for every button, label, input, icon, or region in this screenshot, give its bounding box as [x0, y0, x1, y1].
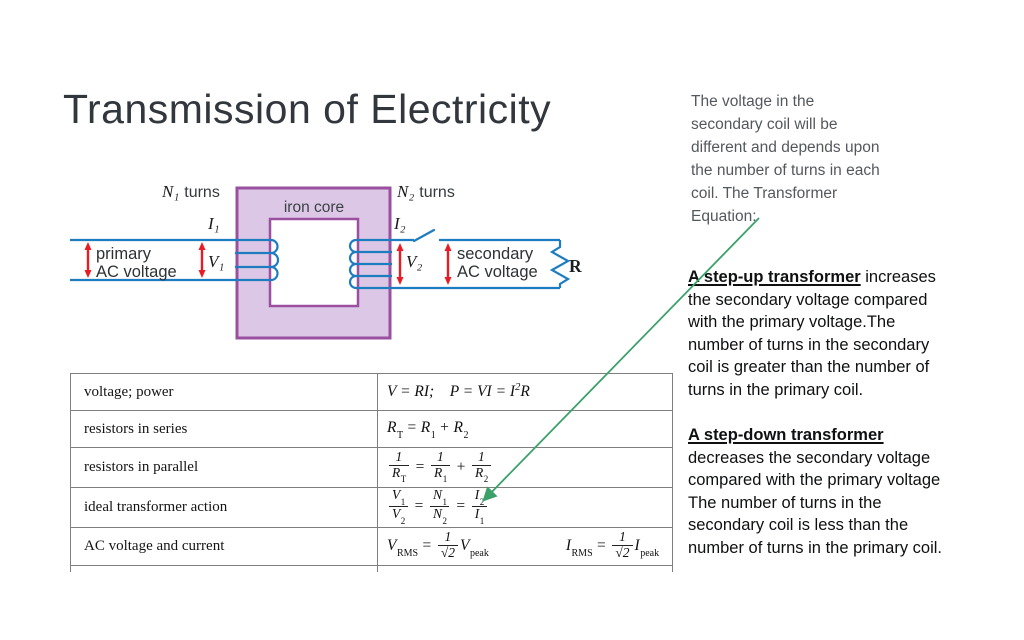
note-line: A step-down transformer [688, 424, 942, 447]
primary-circuit [70, 238, 280, 282]
step-up-heading: A step-up transformer [688, 268, 861, 286]
step-up-line-rest: increases [860, 268, 936, 286]
n2-label: N₂ [396, 182, 414, 201]
partial-cell [70, 565, 378, 572]
table-row: resistors in series RT = R1 + R2 [70, 410, 673, 448]
intro-line: different and depends upon [691, 139, 880, 156]
primary-label-line2: AC voltage [96, 263, 177, 281]
formula-table: voltage; power V = RI; P = VI = I2R resi… [70, 373, 673, 572]
note-line: A step-up transformer increases [688, 266, 936, 289]
n1-label: N₁ [161, 182, 179, 201]
resistor-label: R [569, 256, 582, 276]
partial-cell [377, 565, 673, 572]
intro-line: the number of turns in each [691, 162, 880, 179]
iron-core-label: iron core [284, 199, 344, 216]
secondary-label-line1: secondary [457, 245, 534, 263]
note-line: decreases the secondary voltage [688, 448, 931, 467]
formula-value: RT = R1 + R2 [377, 410, 673, 448]
note-line: with the primary voltage.The [688, 313, 896, 332]
v2-label: V₂ [406, 252, 422, 271]
note-line: compared with the primary voltage [688, 471, 941, 490]
formula-label: ideal transformer action [70, 487, 378, 528]
switch-blade [412, 228, 436, 243]
primary-label-line1: primary [96, 245, 152, 263]
diagram-labels: N₁ turns I₁ V₁ N₂ turns I₂ V₂ primary AC v… [96, 182, 538, 281]
intro-line: secondary coil will be [691, 116, 838, 133]
secondary-label-line2: AC voltage [457, 263, 538, 281]
note-line: the secondary voltage compared [688, 290, 928, 309]
page-title: Transmission of Electricity [63, 86, 552, 132]
iron-core: iron core [235, 186, 392, 340]
note-line: number of turns in the secondary [688, 335, 930, 354]
n2-word: turns [419, 184, 455, 201]
formula-value: V = RI; P = VI = I2R [377, 373, 673, 411]
i1-label: I₁ [207, 214, 220, 233]
intro-line: The voltage in the [691, 93, 815, 110]
note-line: number of turns in the primary coil. [688, 538, 943, 557]
step-down-note: A step-down transformer decreases the se… [688, 424, 942, 560]
step-down-heading: A step-down transformer [688, 426, 884, 444]
intro-note: The voltage in the secondary coil will b… [691, 90, 880, 228]
voltage-arrows [84, 242, 452, 285]
resistor-symbol [549, 240, 571, 288]
note-line: turns in the primary coil. [688, 380, 864, 399]
note-line: The number of turns in the [688, 493, 882, 512]
formula-label: resistors in parallel [70, 447, 378, 488]
step-up-note: A step-up transformer increases the seco… [688, 266, 936, 402]
table-row: voltage; power V = RI; P = VI = I2R [70, 373, 673, 411]
formula-label: voltage; power [70, 373, 378, 411]
n1-word: turns [184, 184, 220, 201]
v1-label: V₁ [208, 252, 224, 271]
table-row-partial [70, 565, 673, 572]
secondary-circuit: R [348, 228, 582, 290]
note-line: secondary coil is less than the [688, 516, 909, 535]
intro-line: coil. The Transformer [691, 185, 838, 202]
i2-label: I₂ [393, 214, 406, 233]
formula-label: AC voltage and current [70, 527, 378, 566]
note-line: coil is greater than the number of [688, 358, 930, 377]
formula-label: resistors in series [70, 410, 378, 448]
intro-line: Equation: [691, 208, 757, 225]
